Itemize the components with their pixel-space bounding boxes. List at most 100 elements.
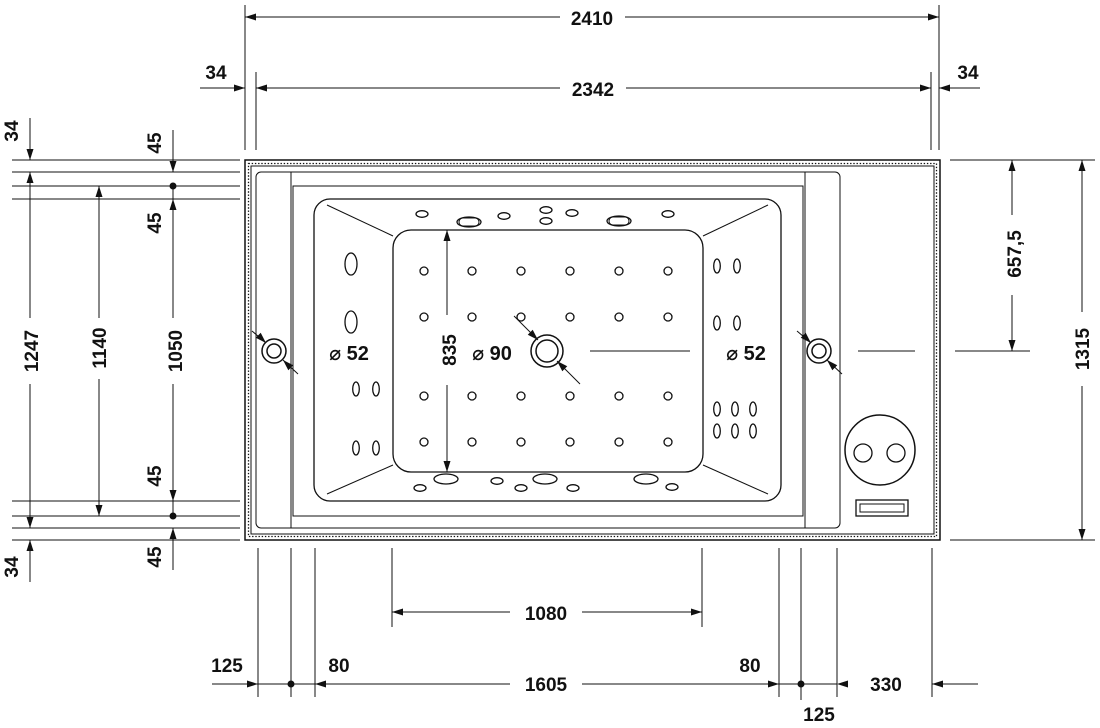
dim-height-inner: 1050	[166, 330, 187, 372]
dim-right-panel-large: 330	[870, 675, 902, 696]
arrowhead	[255, 332, 266, 343]
control-display-frame	[855, 499, 909, 517]
dim-half-height: 657,5	[1005, 230, 1026, 278]
arrowhead	[1008, 160, 1016, 171]
jet-side-large	[344, 310, 358, 334]
arrowhead	[527, 329, 538, 340]
jet-nozzle	[733, 315, 741, 331]
jet-large	[633, 473, 659, 485]
dim-height-mid: 1140	[90, 327, 111, 368]
control-knob-right	[886, 443, 906, 463]
basin-slope-line	[326, 204, 394, 237]
arrowhead	[1008, 340, 1016, 351]
dim-overall-width: 2410	[571, 9, 613, 30]
floor-nozzle	[663, 391, 673, 401]
jet-large	[606, 215, 632, 227]
dim-right-gap: 80	[739, 656, 760, 677]
jet-side-large	[344, 252, 358, 276]
arrowhead	[1078, 160, 1086, 171]
floor-nozzle	[663, 437, 673, 447]
jet-nozzle	[566, 484, 580, 492]
basin-slope-line	[326, 464, 394, 495]
drain-outer	[530, 334, 564, 368]
dim-rim-left: 34	[205, 63, 227, 84]
tub-interior-frame	[290, 171, 806, 529]
dim-left-gap: 80	[328, 656, 349, 677]
jet-nozzle	[661, 210, 675, 218]
tub-basin-floor	[392, 229, 704, 473]
jet-large-inner	[458, 217, 480, 227]
arrowhead	[827, 360, 838, 371]
jet-nozzle	[372, 440, 380, 456]
arrowhead	[234, 84, 245, 92]
arrowhead	[691, 608, 702, 616]
tub-basin-outer	[313, 198, 782, 502]
overflow-right-outer	[806, 338, 832, 364]
dim-right-panel-small: 125	[803, 705, 835, 726]
jet-nozzle	[713, 423, 721, 439]
floor-nozzle	[565, 312, 575, 322]
control-panel-knob-housing	[844, 414, 916, 486]
arrowhead	[95, 505, 103, 516]
jet-nozzle	[733, 258, 741, 274]
dim-overflow-left-diameter: ⌀ 52	[329, 343, 369, 365]
tub-rim-perforation	[247, 162, 938, 538]
floor-nozzle	[614, 312, 624, 322]
jet-nozzle	[539, 206, 553, 214]
jet-nozzle	[713, 315, 721, 331]
floor-nozzle	[419, 391, 429, 401]
jet-nozzle	[731, 401, 739, 417]
overflow-right-inner	[811, 343, 827, 359]
jet-large	[532, 473, 558, 485]
arrowhead	[928, 13, 939, 21]
control-display	[859, 503, 905, 513]
arrowhead	[557, 361, 568, 372]
floor-nozzle	[467, 312, 477, 322]
arrowhead	[169, 490, 177, 501]
arrowhead	[169, 161, 177, 172]
floor-nozzle	[419, 312, 429, 322]
floor-nozzle	[516, 312, 526, 322]
jet-nozzle	[665, 483, 679, 491]
jet-nozzle	[413, 484, 427, 492]
jet-nozzle	[415, 210, 429, 218]
arrowhead	[283, 360, 294, 371]
jet-nozzle	[372, 381, 380, 397]
dim-basin-width: 1080	[525, 604, 567, 625]
jet-large	[433, 473, 459, 485]
jet-large	[456, 216, 482, 228]
dim-offset-bottom-upper: 45	[145, 465, 166, 487]
floor-nozzle	[614, 437, 624, 447]
arrowhead	[26, 517, 34, 528]
arrowhead	[939, 84, 950, 92]
tub-rim-inner-edge	[250, 165, 935, 535]
dim-interior-length: 1605	[525, 675, 568, 696]
arrowhead	[1078, 529, 1086, 540]
dimension-dot	[169, 182, 177, 190]
floor-nozzle	[565, 391, 575, 401]
jet-nozzle	[352, 381, 360, 397]
arrowhead	[800, 332, 811, 343]
floor-nozzle	[614, 266, 624, 276]
jet-nozzle	[749, 401, 757, 417]
floor-nozzle	[663, 312, 673, 322]
arrowhead	[26, 149, 34, 160]
floor-nozzle	[516, 266, 526, 276]
jet-nozzle	[731, 423, 739, 439]
jet-nozzle	[497, 212, 511, 220]
dim-overall-height: 1315	[1073, 327, 1094, 370]
floor-nozzle	[516, 391, 526, 401]
tub-shoulder	[292, 185, 804, 517]
arrowhead	[247, 680, 258, 688]
jet-nozzle	[539, 217, 553, 225]
dim-drain-diameter: ⌀ 90	[472, 343, 512, 365]
floor-nozzle	[663, 266, 673, 276]
arrowhead	[920, 84, 931, 92]
basin-slope-line	[702, 464, 769, 495]
floor-nozzle	[516, 437, 526, 447]
floor-nozzle	[467, 266, 477, 276]
floor-nozzle	[614, 391, 624, 401]
floor-nozzle	[565, 437, 575, 447]
drain-inner	[535, 339, 559, 363]
